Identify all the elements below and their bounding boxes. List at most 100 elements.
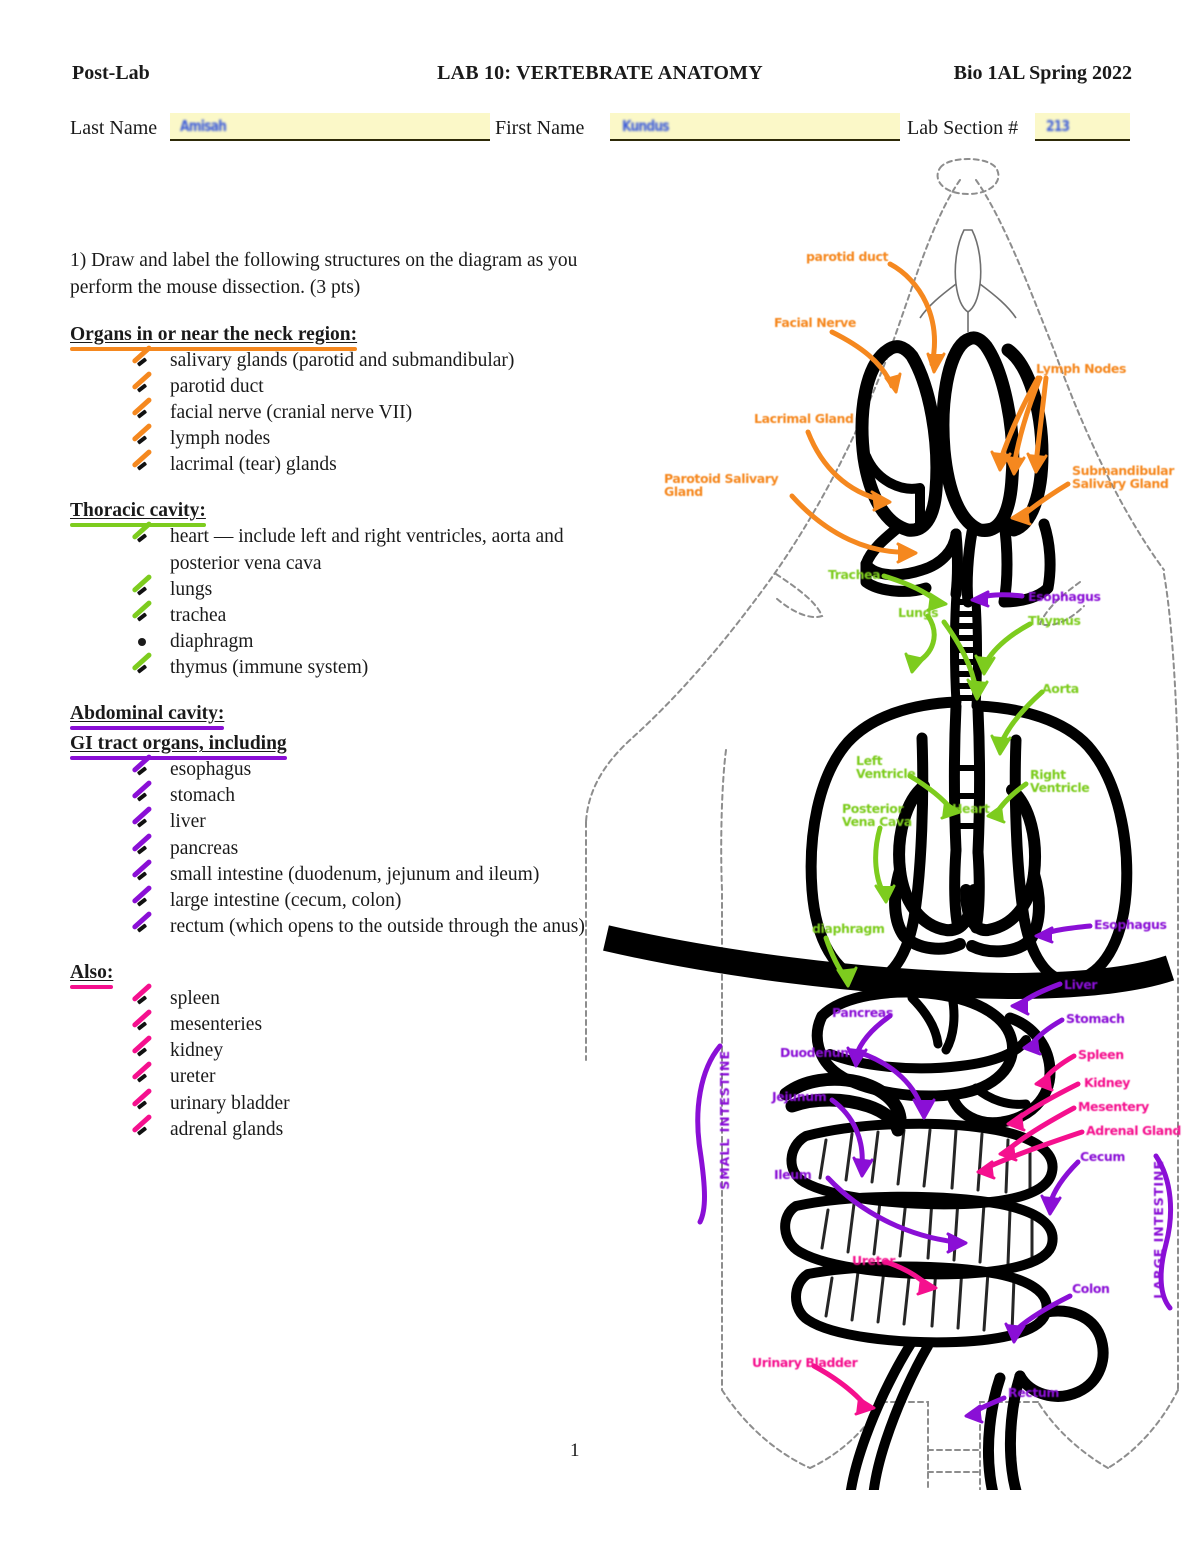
check-mark-icon xyxy=(131,521,154,547)
check-mark-icon xyxy=(131,1061,154,1087)
diagram-label: Liver xyxy=(1064,977,1098,992)
subheading-highlight-underline xyxy=(70,756,287,761)
group-heading: Abdominal cavity: xyxy=(70,703,225,731)
lab-section-field[interactable] xyxy=(1035,113,1130,141)
checklist-item-label: ureter xyxy=(170,1066,216,1088)
checklist-item[interactable]: diaphragm xyxy=(70,629,600,655)
green-arrows xyxy=(823,573,1045,988)
pancreas xyxy=(779,1072,907,1125)
page-number: 1 xyxy=(570,1440,580,1461)
last-name-label: Last Name xyxy=(70,117,158,139)
checklist-item[interactable]: lymph nodes xyxy=(70,422,600,452)
checklist-item[interactable]: stomach xyxy=(70,779,600,809)
diagram-label: Colon xyxy=(1072,1281,1110,1296)
checklist-item[interactable]: liver xyxy=(70,806,600,835)
checklist-item[interactable]: spleen xyxy=(70,982,600,1012)
checklist-item-label: trachea xyxy=(170,604,227,626)
diagram-label: Facial Nerve xyxy=(774,315,856,330)
first-name-field[interactable] xyxy=(610,113,900,141)
organs-drawing xyxy=(603,331,1175,1490)
diagram-label: Submandibular Salivary Gland xyxy=(1072,463,1174,492)
checklist-item[interactable]: small intestine (duodenum, jejunum and i… xyxy=(70,858,600,888)
checklist-item[interactable]: facial nerve (cranial nerve VII) xyxy=(70,396,600,426)
checklist-groups: Organs in or near the neck region:saliva… xyxy=(70,324,600,1143)
checklist-item-label: liver xyxy=(170,811,206,833)
diagram-label: Lungs xyxy=(898,605,939,620)
diagram-label: Kidney xyxy=(1084,1075,1131,1090)
checklist-item[interactable]: lungs xyxy=(70,573,600,603)
diagram-label: Adrenal Gland xyxy=(1086,1123,1181,1138)
diagram-label: Esophagus xyxy=(1028,589,1101,604)
check-mark-icon xyxy=(131,982,154,1009)
diagram-label: Pancreas xyxy=(832,1005,893,1020)
cecum xyxy=(1014,1305,1109,1402)
checklist-item[interactable]: parotid duct xyxy=(70,370,600,400)
checklist-item-label: small intestine (duodenum, jejunum and i… xyxy=(170,863,540,885)
check-mark-icon xyxy=(131,884,154,911)
checklist-item[interactable]: large intestine (cecum, colon) xyxy=(70,884,600,914)
checklist-item-label: lungs xyxy=(170,578,213,600)
diagram-label: LARGE INTESTINE xyxy=(1151,1160,1166,1299)
right-salivary-gland xyxy=(936,331,1020,537)
checklist-item[interactable]: pancreas xyxy=(70,832,600,862)
checklist-items: heart — include left and right ventricle… xyxy=(70,521,600,681)
bullet-dot-icon xyxy=(138,637,146,646)
header-left-label: Post-Lab xyxy=(72,62,150,84)
colon xyxy=(1004,1370,1026,1490)
checklist-item[interactable]: mesenteries xyxy=(70,1008,600,1038)
left-lung xyxy=(805,696,962,987)
checklist-item-label: lacrimal (tear) glands xyxy=(170,454,337,476)
diagram-label: Trachea xyxy=(828,567,881,582)
diagram-label: SMALL INTESTINE xyxy=(717,1050,732,1190)
group-heading: Organs in or near the neck region: xyxy=(70,324,358,351)
check-mark-icon xyxy=(131,753,154,780)
check-mark-icon xyxy=(131,422,154,449)
heading-highlight-underline xyxy=(70,523,206,528)
diagram-label: parotid duct xyxy=(806,249,889,264)
checklist-item-label: stomach xyxy=(170,785,235,807)
checklist-item[interactable]: lacrimal (tear) glands xyxy=(70,448,600,478)
diagram-label: Aorta xyxy=(1042,681,1079,696)
check-mark-icon xyxy=(131,344,154,371)
check-mark-icon xyxy=(131,779,154,806)
diagram-label: Urinary Bladder xyxy=(752,1355,858,1370)
checklist-item[interactable]: rectum (which opens to the outside throu… xyxy=(70,910,600,940)
diagram-label: Ureter xyxy=(852,1253,896,1268)
check-mark-icon xyxy=(131,1087,154,1114)
purple-arrows xyxy=(695,590,1174,1424)
check-mark-icon xyxy=(131,448,154,475)
group-subheading: GI tract organs, including xyxy=(70,733,287,761)
checklist-item[interactable]: thymus (immune system) xyxy=(70,651,600,681)
diagram-label: Esophagus xyxy=(1094,917,1167,932)
aorta-vessel xyxy=(949,700,962,856)
check-mark-icon xyxy=(131,1008,154,1035)
checklist-item[interactable]: esophagus xyxy=(70,753,600,783)
check-mark-icon xyxy=(131,1034,154,1061)
check-mark-icon xyxy=(131,806,154,832)
page-header: Post-Lab LAB 10: VERTEBRATE ANATOMY Bio … xyxy=(0,62,1200,94)
header-title: LAB 10: VERTEBRATE ANATOMY xyxy=(437,62,763,84)
last-name-field[interactable] xyxy=(170,113,490,141)
diagram-label: Ileum xyxy=(774,1167,812,1182)
checklist-item[interactable]: urinary bladder xyxy=(70,1087,600,1117)
group-heading: Also: xyxy=(70,962,114,990)
small-intestine-brace xyxy=(695,1043,723,1225)
checklist-item[interactable]: adrenal glands xyxy=(70,1113,600,1143)
check-mark-icon xyxy=(131,858,154,885)
last-name-value: Amisah xyxy=(180,117,227,135)
diagram-label: Jejunum xyxy=(772,1089,827,1104)
lab-section-value: 213 xyxy=(1046,117,1070,135)
checklist-item[interactable]: trachea xyxy=(70,599,600,629)
right-ureter xyxy=(868,1341,933,1490)
checklist-item[interactable]: kidney xyxy=(70,1034,600,1064)
checklist-item[interactable]: ureter xyxy=(70,1061,600,1090)
checklist-item[interactable]: salivary glands (parotid and submandibul… xyxy=(70,344,600,374)
orange-arrows xyxy=(789,261,1071,564)
diagram-label: Posterior Vena Cava xyxy=(842,801,912,830)
small-intestine-duodenum xyxy=(786,1118,1058,1210)
checklist-item[interactable]: heart — include left and right ventricle… xyxy=(70,521,600,576)
check-mark-icon xyxy=(131,599,154,626)
right-lung xyxy=(972,700,1133,987)
